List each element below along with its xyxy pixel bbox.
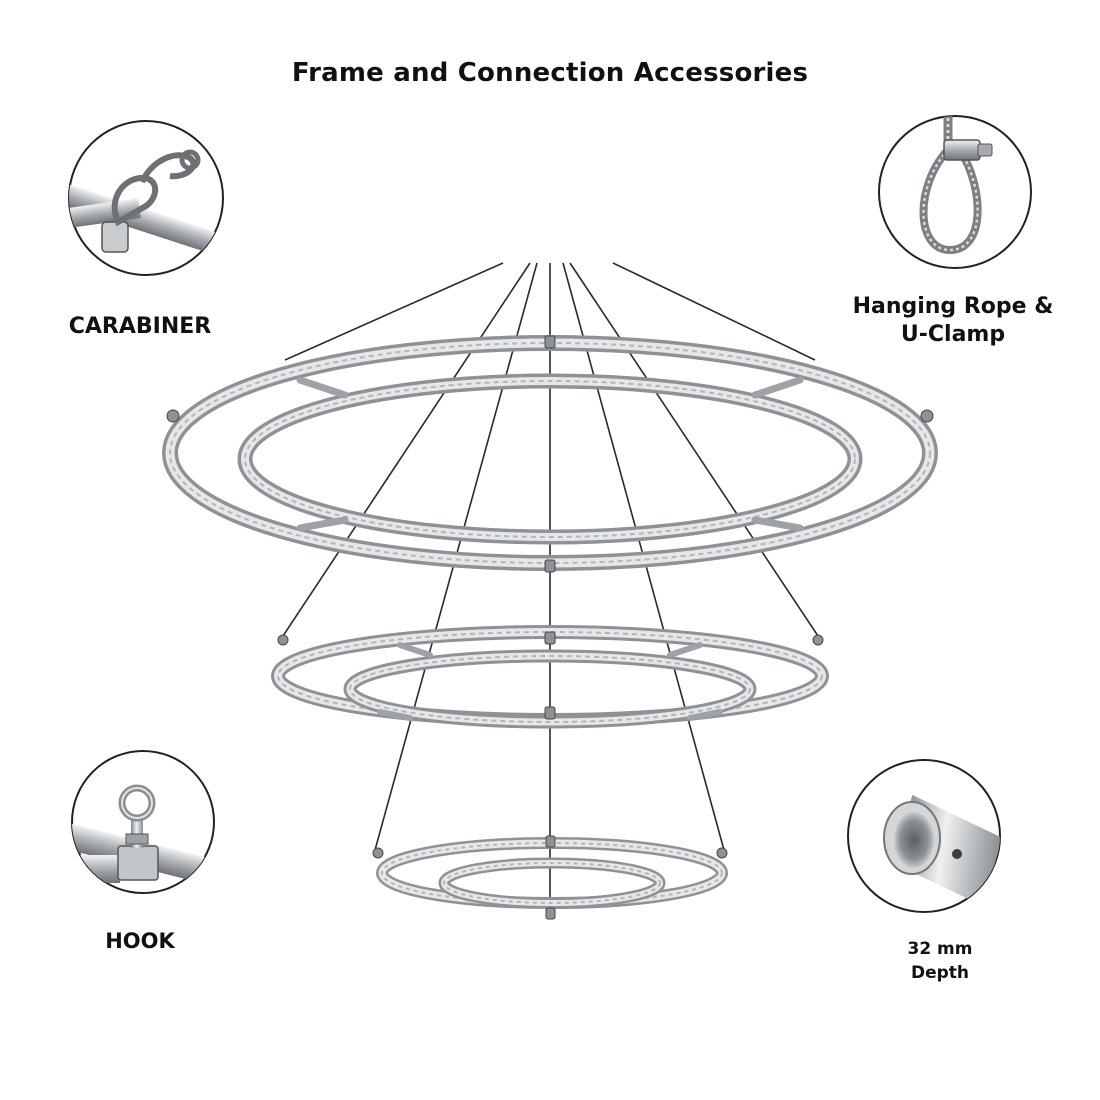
ring-tier-3 — [372, 835, 728, 920]
hanging-rope-label: Hanging Rope & U-Clamp — [830, 293, 1076, 348]
hanging-rope-label-line2: U-Clamp — [900, 321, 1006, 347]
carabiner-label: CARABINER — [68, 314, 212, 339]
tube-depth-label: 32 mm Depth — [870, 938, 1010, 986]
hook-label: HOOK — [105, 929, 175, 953]
hanging-rope-label-line1: Hanging Rope & — [852, 294, 1054, 319]
carabiner-icon — [68, 120, 224, 276]
eye-hook-icon — [71, 750, 215, 894]
tube-end-icon — [847, 759, 1001, 913]
ring-tier-2 — [271, 625, 829, 729]
cable — [612, 262, 816, 361]
rope-loop-icon — [878, 115, 1032, 269]
cable — [282, 262, 531, 637]
tube-depth-label-line1: 32 mm — [907, 939, 973, 959]
cable — [284, 262, 504, 361]
tube-depth-label-line2: Depth — [910, 962, 970, 983]
page-title: Frame and Connection Accessories — [291, 58, 809, 88]
cable — [569, 262, 819, 637]
ring-tier-1 — [162, 335, 938, 573]
